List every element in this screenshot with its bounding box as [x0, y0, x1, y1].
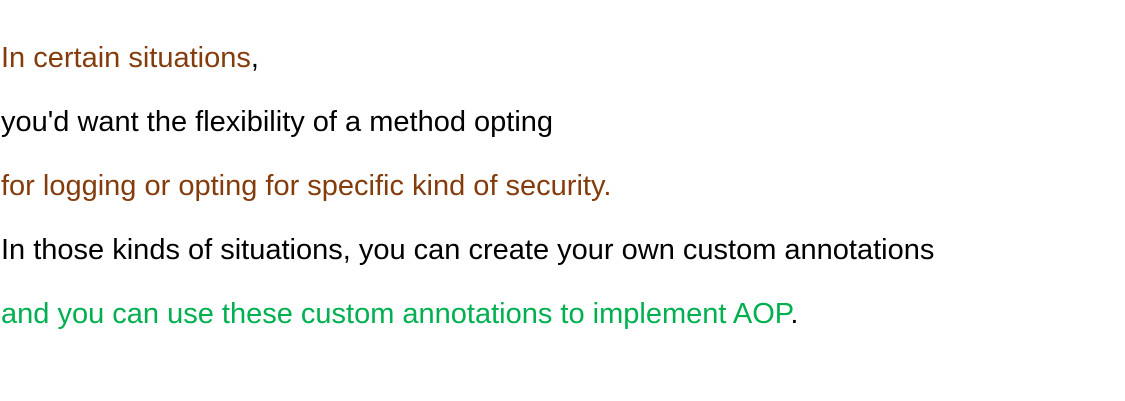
text-line-5: and you can use these custom annotations… [1, 296, 798, 332]
text-line-2: you'd want the flexibility of a method o… [1, 106, 554, 138]
text-line-3: for logging or opting for specific kind … [1, 170, 612, 202]
text-line-4: In those kinds of situations, you can cr… [1, 234, 935, 266]
text-line-1-content: In certain situations [1, 42, 251, 74]
text-line-5-content: and you can use these custom annotations… [1, 298, 791, 330]
text-line-1: In certain situations, [1, 40, 259, 76]
text-line-5-punctuation: . [790, 298, 799, 330]
text-line-1-punctuation: , [250, 42, 259, 74]
